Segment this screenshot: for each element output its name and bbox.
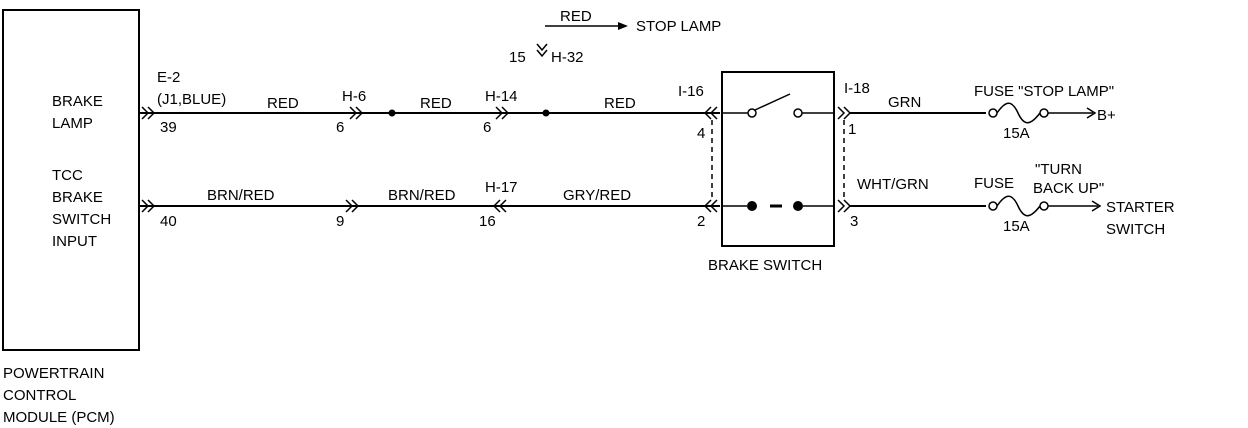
top-wire-color-3: RED: [604, 95, 636, 112]
connector-h14-arrow: [495, 106, 510, 120]
connector-h14-label: H-14: [485, 88, 518, 105]
splice-2: [542, 109, 550, 117]
stop-lamp-fuse-right-terminal: [1039, 108, 1049, 118]
brake-switch-pin-2: 2: [697, 213, 705, 230]
turn-backup-fuse-label: FUSE: [974, 175, 1014, 192]
stop-lamp-pin: 15: [509, 49, 526, 66]
brake-switch-pin2-arrow: [703, 199, 718, 213]
stop-lamp-connector: H-32: [551, 49, 584, 66]
brake-switch-box: [721, 71, 835, 247]
turn-backup-fuse-name-2: BACK UP": [1033, 180, 1104, 197]
stop-lamp-fuse-arrow: [1086, 107, 1097, 119]
pcm-box: [2, 9, 140, 351]
pcm-brake-lamp-line1: BRAKE: [52, 93, 103, 110]
brake-switch-pin-3: 3: [850, 213, 858, 230]
brake-switch-right-connector: I-18: [844, 80, 870, 97]
brake-switch-left-connector: I-16: [678, 83, 704, 100]
pcm-title-line2: CONTROL: [3, 387, 76, 404]
pcm-pin-40-arrow: [141, 199, 156, 213]
brake-switch-pin-4: 4: [697, 125, 705, 142]
pcm-tcc-line2: BRAKE: [52, 189, 103, 206]
pcm-brake-lamp-line2: LAMP: [52, 115, 93, 132]
bottom-wire-color-2: BRN/RED: [388, 187, 456, 204]
bottom-connector-1-pin: 9: [336, 213, 344, 230]
right-top-wire-color: GRN: [888, 94, 921, 111]
connector-h17-label: H-17: [485, 179, 518, 196]
splice-1: [388, 109, 396, 117]
pcm-title-line3: MODULE (PCM): [3, 409, 115, 426]
top-wire-color-2: RED: [420, 95, 452, 112]
connector-e2-arrow: [141, 106, 156, 120]
pcm-pin-39: 39: [160, 119, 177, 136]
turn-backup-fuse-name-1: "TURN: [1035, 161, 1082, 178]
right-bottom-wire-color: WHT/GRN: [857, 176, 929, 193]
brake-switch-label: BRAKE SWITCH: [708, 257, 822, 274]
stop-lamp-fuse-rating: 15A: [1003, 125, 1030, 142]
connector-e2-sub: (J1,BLUE): [157, 91, 226, 108]
turn-backup-fuse-icon: [996, 195, 1041, 217]
turn-backup-fuse-rating: 15A: [1003, 218, 1030, 235]
connector-e2-label: E-2: [157, 69, 180, 86]
stop-lamp-dest: STOP LAMP: [636, 18, 721, 35]
turn-backup-fuse-arrow: [1091, 200, 1102, 212]
bottom-wire-color-3: GRY/RED: [563, 187, 631, 204]
connector-h17-arrow: [492, 199, 507, 213]
brake-switch-pin3-arrow: [837, 199, 852, 213]
starter-switch-dest-2: SWITCH: [1106, 221, 1165, 238]
tcc-switch-contact-left: [747, 201, 757, 211]
b-plus-dest: B+: [1097, 107, 1116, 124]
stop-lamp-fuse-left-terminal: [988, 108, 998, 118]
top-wire-color-1: RED: [267, 95, 299, 112]
starter-switch-dest-1: STARTER: [1106, 199, 1175, 216]
bottom-connector-1-arrow: [345, 199, 360, 213]
pcm-pin-40: 40: [160, 213, 177, 230]
tcc-switch-contact-right: [793, 201, 803, 211]
connector-h14-pin: 6: [483, 119, 491, 136]
turn-backup-fuse-left-terminal: [988, 201, 998, 211]
pcm-title-line1: POWERTRAIN: [3, 365, 104, 382]
switch-contact-left: [747, 108, 757, 118]
stop-lamp-wire-color: RED: [560, 8, 592, 25]
brake-switch-pin1-arrow: [837, 106, 852, 120]
pcm-tcc-line4: INPUT: [52, 233, 97, 250]
connector-h6-pin: 6: [336, 119, 344, 136]
stop-lamp-fuse-icon: [996, 102, 1041, 124]
connector-h17-pin: 16: [479, 213, 496, 230]
connector-h6-label: H-6: [342, 88, 366, 105]
brake-switch-pin4-arrow: [703, 106, 718, 120]
turn-backup-fuse-right-terminal: [1039, 201, 1049, 211]
brake-switch-pin-1: 1: [848, 121, 856, 138]
switch-blade: [754, 93, 791, 111]
switch-contact-right: [793, 108, 803, 118]
pcm-tcc-line1: TCC: [52, 167, 83, 184]
bottom-wire-color-1: BRN/RED: [207, 187, 275, 204]
stop-lamp-fuse-label: FUSE "STOP LAMP": [974, 83, 1114, 100]
stop-lamp-arrow: [618, 22, 628, 30]
pcm-tcc-line3: SWITCH: [52, 211, 111, 228]
connector-h6-arrow: [349, 106, 364, 120]
stop-lamp-connector-icon: [536, 43, 548, 58]
